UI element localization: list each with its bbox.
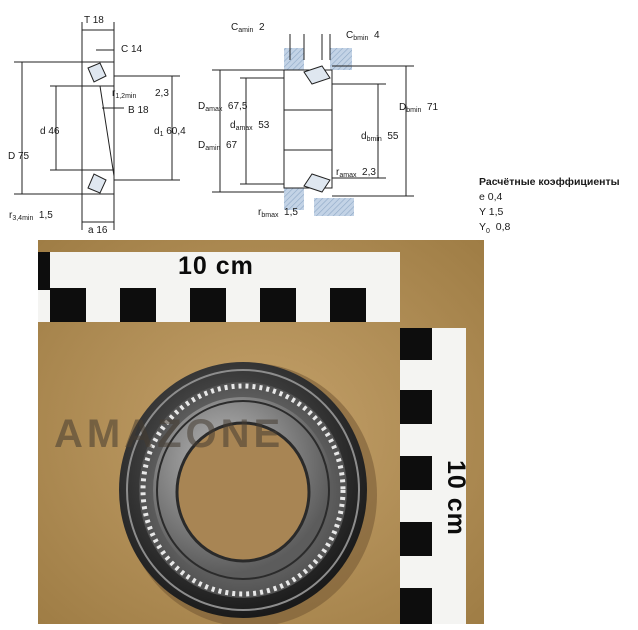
dim-ramax-value: 2,3 (362, 167, 376, 178)
dim-cbmin: Cbmin 4 (346, 30, 380, 44)
bearing-section-left (14, 22, 180, 230)
dim-d1-value: 60,4 (166, 126, 186, 137)
dim-damax-outer-value: 67,5 (227, 101, 248, 112)
dim-ramax: ramax 2,3 (336, 167, 376, 181)
dim-damax-inner-symbol: d (230, 120, 236, 131)
coefficient-y0-sub: 0 (486, 228, 490, 236)
coefficient-e: e 0,4 (479, 191, 503, 203)
dim-ramax-symbol: r (336, 167, 340, 178)
dim-damax-inner-sub: amax (235, 125, 253, 132)
dim-camin-symbol: C (231, 22, 239, 33)
dim-dbmin-inner-value: 55 (387, 131, 399, 142)
dim-damax-outer: Damax 67,5 (198, 101, 247, 115)
dim-damax-outer-sub: amax (205, 106, 223, 113)
bearing-photo (38, 240, 484, 624)
dim-camin-sub: amin (238, 27, 254, 34)
coefficients-title: Расчётные коэффициенты (479, 176, 620, 188)
dim-d1-symbol: d (154, 126, 160, 137)
dim-damin-symbol: D (198, 140, 206, 151)
dim-r34: r3,4min 1,5 (9, 210, 53, 224)
watermark: AMAZONE (54, 412, 285, 456)
dim-damax-inner-value: 53 (258, 120, 270, 131)
dim-camin: Camin 2 (231, 22, 265, 36)
dim-r12-sub: 1,2min (115, 93, 137, 100)
dim-rbmax-value: 1,5 (284, 207, 298, 218)
dim-cbmin-sub: bmin (353, 35, 369, 42)
dim-dbmin-outer-symbol: D (399, 102, 407, 113)
bearing-photo-image (38, 240, 484, 624)
dim-d: d 46 (40, 126, 60, 137)
dim-d1: d1 60,4 (154, 126, 186, 140)
dim-a: a 16 (88, 225, 108, 236)
dim-T: T 18 (84, 15, 104, 26)
coefficient-y0-value: 0,8 (495, 221, 511, 233)
dim-r12-symbol: r (112, 88, 116, 99)
dim-r34-symbol: r (9, 210, 13, 221)
dim-r34-sub: 3,4min (12, 215, 34, 222)
dim-rbmax-symbol: r (258, 207, 262, 218)
dim-rbmax-sub: bmax (261, 212, 279, 219)
dim-damin-value: 67 (225, 140, 238, 151)
dim-dbmin-inner-symbol: d (361, 131, 367, 142)
scale-label-right: 10 cm (442, 460, 470, 536)
dim-damin: Damin 67 (198, 140, 237, 154)
dim-B: B 18 (128, 105, 149, 116)
dim-r34-value: 1,5 (38, 210, 53, 221)
coefficient-y0: Y0 0,8 (479, 220, 620, 239)
mounting-section-right (212, 34, 414, 216)
dim-cbmin-value: 4 (373, 30, 380, 41)
dim-dbmin-inner-sub: bmin (366, 136, 382, 143)
dim-dbmin-outer-value: 71 (426, 102, 439, 113)
dim-dbmin-outer: Dbmin 71 (399, 102, 438, 116)
dim-ramax-sub: amax (339, 172, 357, 179)
dim-rbmax: rbmax 1,5 (258, 207, 298, 221)
dim-damax-outer-symbol: D (198, 101, 206, 112)
coefficient-y0-symbol: Y (479, 221, 487, 233)
dim-camin-value: 2 (258, 22, 265, 33)
dim-dbmin-outer-sub: bmin (406, 107, 422, 114)
dim-D: D 75 (8, 151, 30, 162)
dim-damax-inner: damax 53 (230, 120, 269, 134)
dim-C: C 14 (121, 44, 143, 55)
dim-damin-sub: amin (205, 145, 221, 152)
calculation-coefficients: Расчётные коэффициенты e 0,4 Y 1,5 Y0 0,… (479, 175, 620, 239)
technical-drawing (14, 22, 414, 230)
dim-cbmin-symbol: C (346, 30, 354, 41)
coefficient-y: Y 1,5 (479, 206, 504, 218)
dim-d1-sub: 1 (159, 131, 164, 138)
dim-dbmin-inner: dbmin 55 (361, 131, 398, 145)
dim-r12: r1,2min (112, 88, 136, 102)
dim-r12-value: 2,3 (155, 88, 169, 99)
scale-label-top: 10 cm (178, 252, 254, 280)
